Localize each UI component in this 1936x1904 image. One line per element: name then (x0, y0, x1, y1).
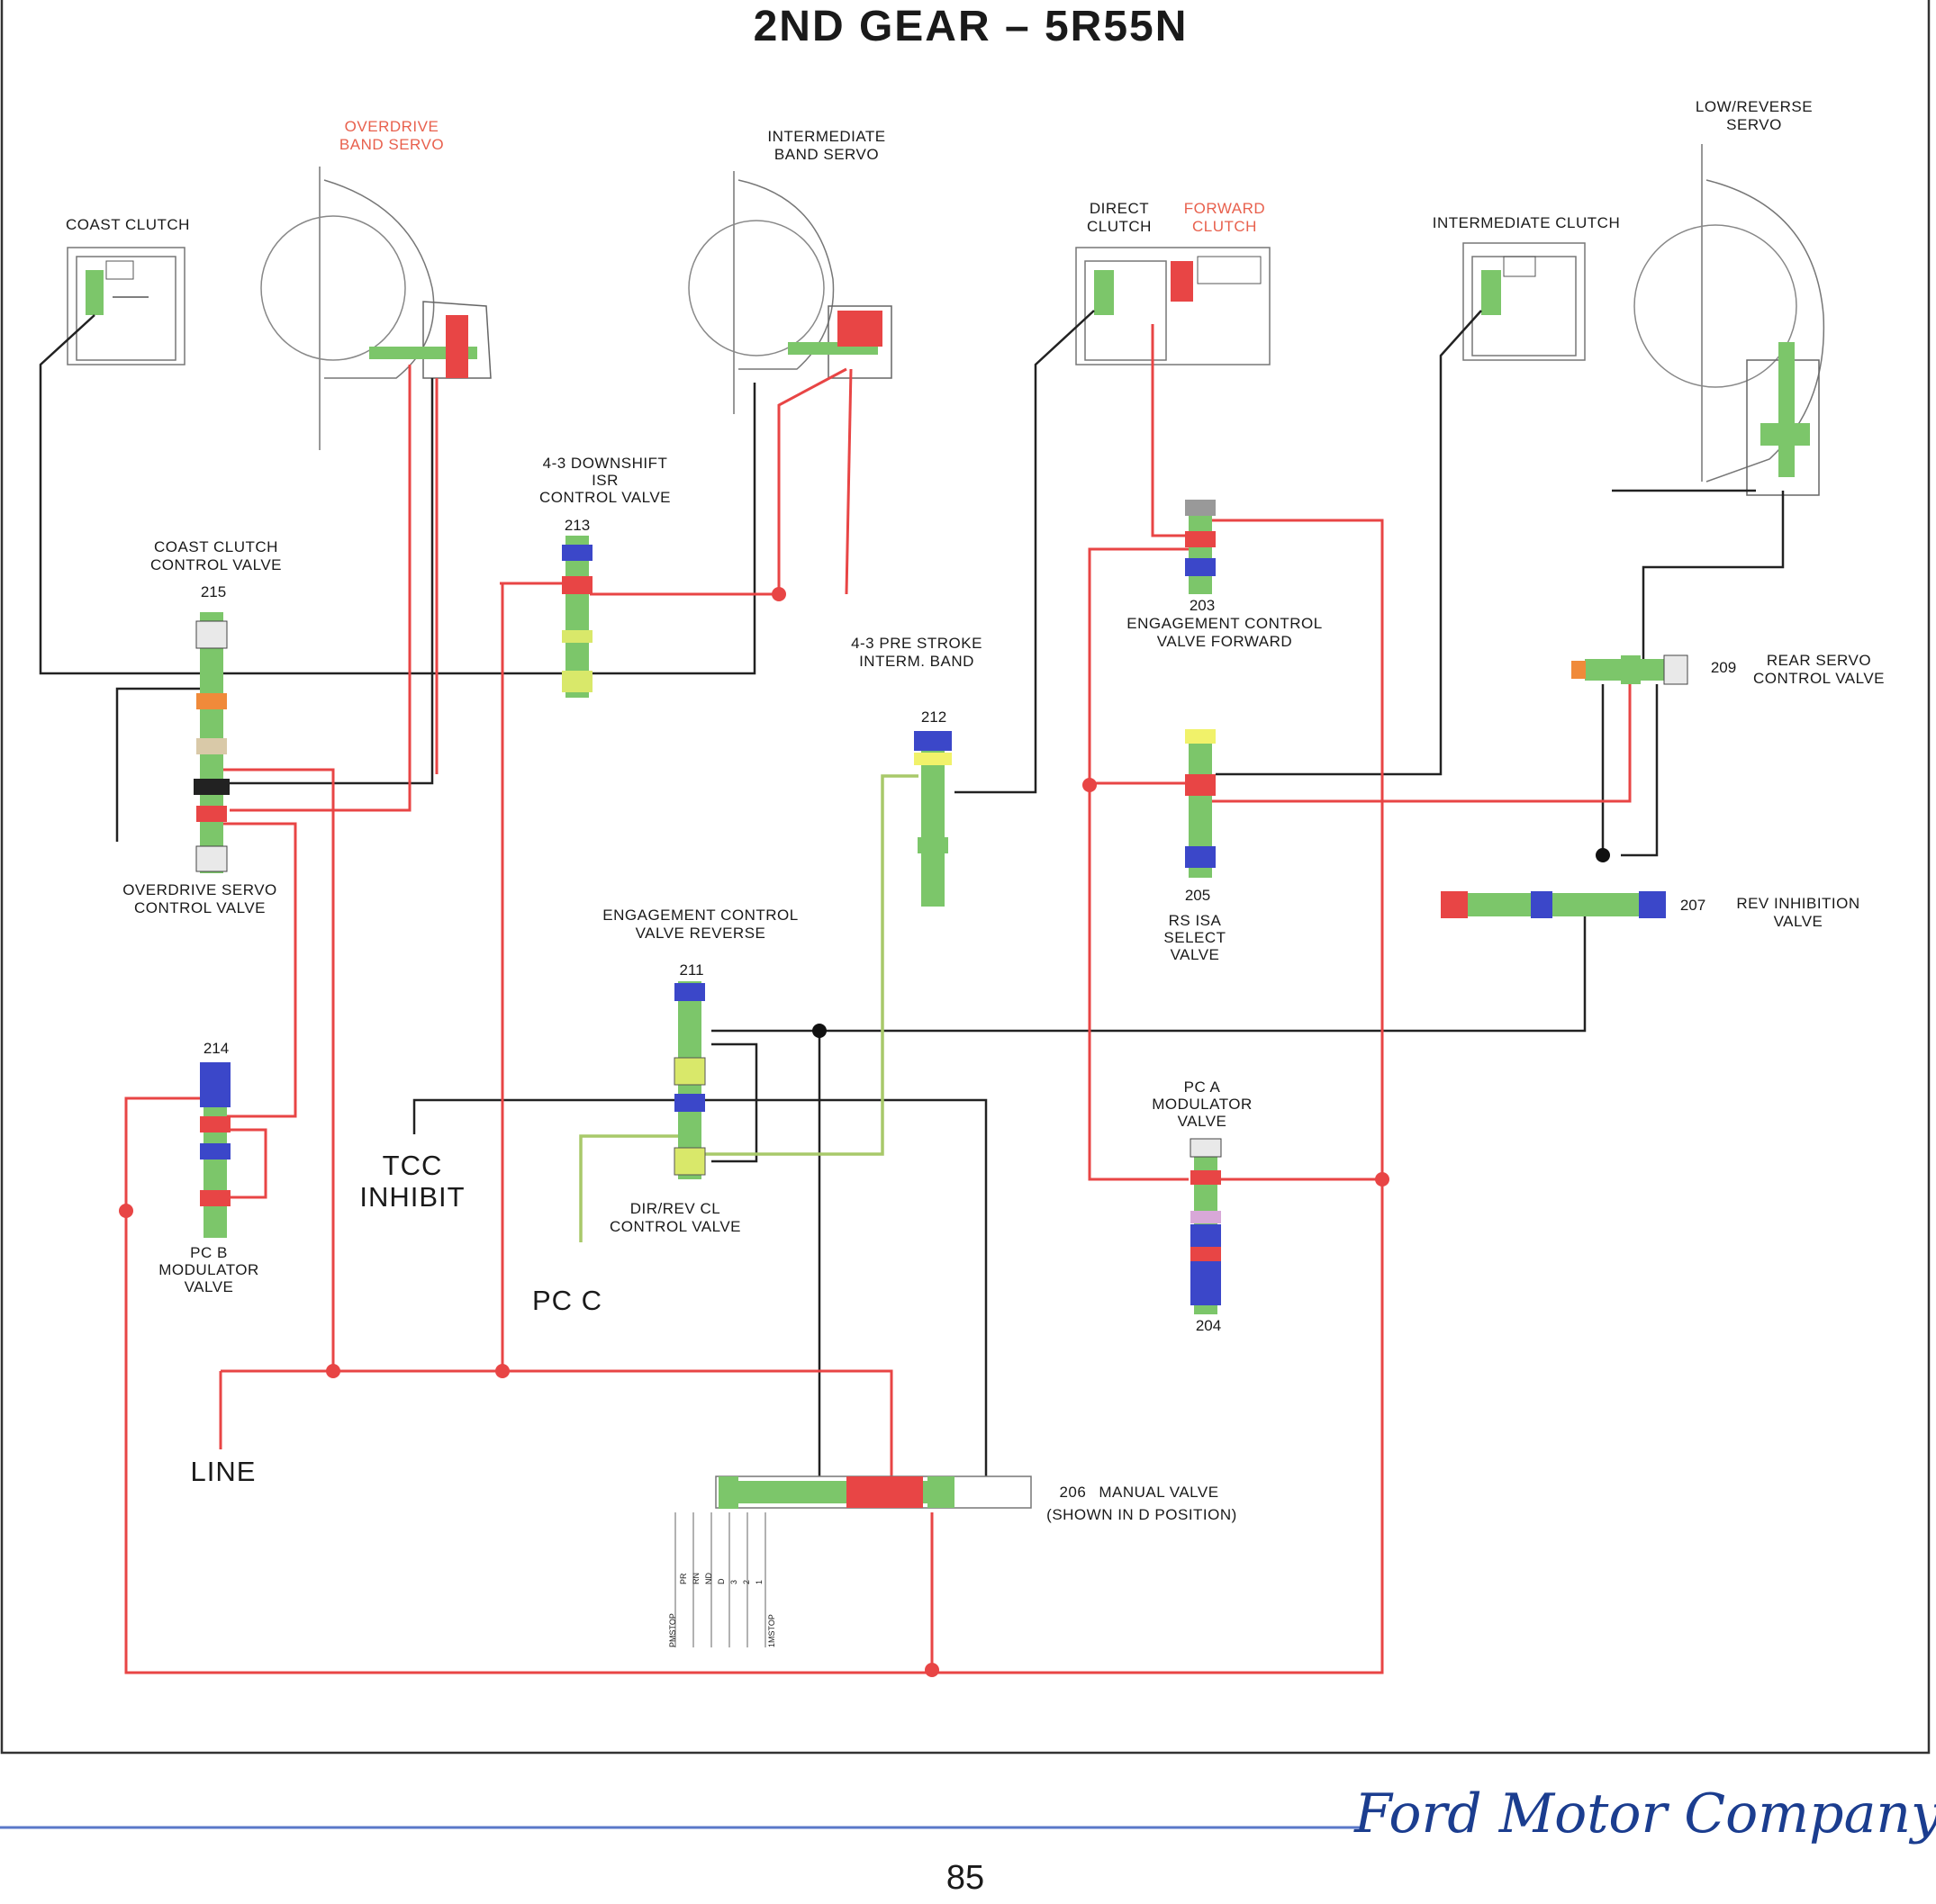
valve-214-name-3: VALVE (185, 1278, 234, 1295)
exhaust-lines (39, 310, 1785, 1476)
pos-pr: PR (679, 1573, 688, 1584)
valve-207-name-2: VALVE (1774, 913, 1823, 930)
valve-214 (200, 1062, 231, 1238)
valve-209-name-2: CONTROL VALVE (1753, 670, 1885, 687)
valve-204-name-3: VALVE (1178, 1113, 1227, 1130)
valve-205-name-1: RS ISA (1169, 912, 1222, 929)
valve-206-number: 206 (1059, 1484, 1086, 1501)
low-reverse-servo-assembly (1633, 144, 1825, 496)
signal-tcc: TCC (383, 1150, 443, 1181)
label-coast-clutch: COAST CLUTCH (66, 216, 190, 233)
label-overdrive-band-servo-2: BAND SERVO (339, 136, 444, 153)
page-number: 85 (946, 1859, 984, 1897)
valve-215-name-1: COAST CLUTCH (154, 538, 278, 555)
valve-204-number: 204 (1196, 1317, 1221, 1334)
label-intermediate-clutch: INTERMEDIATE CLUTCH (1433, 214, 1620, 231)
signal-line: LINE (191, 1456, 257, 1487)
valve-205-number: 205 (1185, 887, 1210, 904)
overdrive-servo-name-2: CONTROL VALVE (134, 899, 266, 916)
valve-209-name-1: REAR SERVO (1767, 652, 1871, 669)
direct-forward-clutch-assembly (1075, 247, 1271, 365)
pos-rn: RN (692, 1573, 701, 1584)
valve-207 (1441, 891, 1666, 918)
label-intermediate-band-servo-1: INTERMEDIATE (767, 128, 885, 145)
valve-212-number: 212 (921, 708, 946, 726)
valve-214-number: 214 (204, 1040, 229, 1057)
diagram-frame (0, 0, 1931, 1755)
label-intermediate-band-servo-2: BAND SERVO (774, 146, 879, 163)
label-low-reverse-servo-2: SERVO (1726, 116, 1782, 133)
signal-pc-c: PC C (532, 1285, 602, 1316)
valve-206-manual (674, 1475, 1032, 1647)
valve-205 (1185, 729, 1216, 878)
intermediate-band-servo-assembly (688, 171, 892, 414)
ford-logo: Ford Motor Company (1353, 1782, 1936, 1845)
junction-nodes (119, 587, 1610, 1677)
label-forward-clutch-2: CLUTCH (1192, 218, 1257, 235)
valve-204-name-2: MODULATOR (1152, 1096, 1253, 1113)
pos-3: 3 (729, 1580, 738, 1584)
valve-212-name-1: 4-3 PRE STROKE (851, 635, 982, 652)
label-overdrive-band-servo-1: OVERDRIVE (345, 118, 439, 135)
dir-rev-name-1: DIR/REV CL (630, 1200, 720, 1217)
valve-206-name: 206 MANUAL VALVE (1059, 1484, 1218, 1501)
pos-d: D (717, 1578, 726, 1584)
pos-1: 1 (755, 1580, 764, 1584)
valve-203-name-2: VALVE FORWARD (1157, 633, 1292, 650)
valve-207-number: 207 (1680, 897, 1705, 914)
valve-209 (1571, 654, 1688, 685)
valve-211 (674, 981, 706, 1179)
overdrive-band-servo-assembly (260, 167, 492, 450)
valve-206-note: (SHOWN IN D POSITION) (1046, 1506, 1237, 1523)
valve-212 (914, 731, 952, 907)
valve-213 (562, 536, 593, 698)
coast-clutch-assembly (67, 247, 185, 365)
label-direct-clutch-1: DIRECT (1090, 200, 1149, 217)
valve-213-name-1: 4-3 DOWNSHIFT (543, 455, 668, 472)
valve-205-name-3: VALVE (1171, 946, 1220, 963)
valve-212-name-2: INTERM. BAND (859, 653, 974, 670)
valve-211-number: 211 (679, 961, 703, 979)
pos-1mstop: 1MSTOP (767, 1614, 776, 1647)
valve-213-number: 213 (565, 517, 590, 534)
valve-211-name-1: ENGAGEMENT CONTROL (602, 907, 798, 924)
valve-203 (1185, 500, 1216, 594)
valve-209-number: 209 (1711, 659, 1736, 676)
line-pressure-lines (124, 324, 1632, 1674)
valve-214-name-2: MODULATOR (158, 1261, 259, 1278)
page-title: 2ND GEAR – 5R55N (754, 3, 1189, 50)
valve-215 (194, 612, 230, 873)
valve-215-name-2: CONTROL VALVE (150, 556, 282, 573)
pos-2: 2 (742, 1580, 751, 1584)
pos-pmstop: PMSTOP (668, 1613, 677, 1647)
valve-214-name-1: PC B (190, 1244, 228, 1261)
valve-211-name-2: VALVE REVERSE (636, 925, 766, 942)
valve-204 (1190, 1138, 1222, 1314)
valve-215-number: 215 (201, 583, 226, 600)
pos-nd: ND (704, 1573, 713, 1584)
valve-206-label: MANUAL VALVE (1099, 1484, 1218, 1501)
signal-inhibit: INHIBIT (359, 1181, 465, 1213)
valve-205-name-2: SELECT (1163, 929, 1226, 946)
valve-213-name-2: ISR (592, 472, 619, 489)
valve-207-name-1: REV INHIBITION (1736, 895, 1859, 912)
label-low-reverse-servo-1: LOW/REVERSE (1696, 98, 1813, 115)
label-forward-clutch-1: FORWARD (1184, 200, 1265, 217)
overdrive-servo-name-1: OVERDRIVE SERVO (122, 881, 277, 898)
valve-213-name-3: CONTROL VALVE (539, 489, 671, 506)
valve-203-name-1: ENGAGEMENT CONTROL (1126, 615, 1322, 632)
label-direct-clutch-2: CLUTCH (1087, 218, 1152, 235)
valve-203-number: 203 (1190, 597, 1215, 614)
intermediate-clutch-assembly (1462, 242, 1586, 361)
dir-rev-name-2: CONTROL VALVE (610, 1218, 741, 1235)
manual-position-labels: PMSTOP PR RN ND D 3 2 1 1MSTOP (668, 1573, 776, 1647)
pc-c-signal-lines (579, 774, 918, 1242)
valve-204-name-1: PC A (1184, 1078, 1221, 1096)
